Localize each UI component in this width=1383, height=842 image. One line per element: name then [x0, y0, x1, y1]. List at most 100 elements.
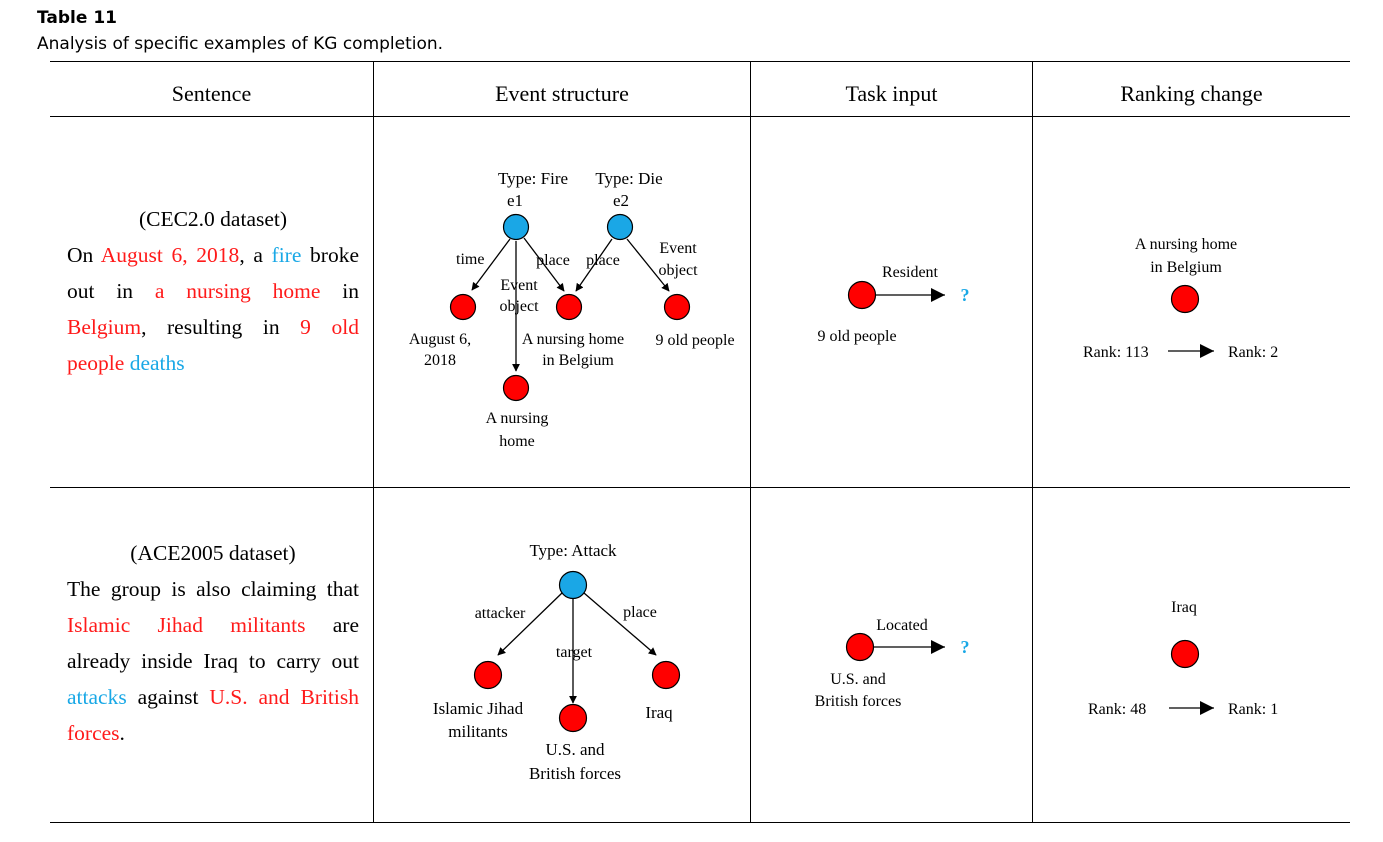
event-type-label: Type: Attack	[529, 541, 617, 560]
edge-attacker	[497, 592, 563, 656]
entity-label: A nursing	[486, 410, 549, 427]
entity-label: home	[499, 433, 535, 450]
sentence-segment: Islamic Jihad militants	[67, 613, 306, 637]
table-bottom-rule	[50, 822, 1350, 823]
edge-time	[471, 238, 511, 291]
sentence-segment: Belgium	[67, 315, 142, 339]
rank-after: Rank: 2	[1228, 344, 1278, 361]
sentence-segment: The group is also claiming that	[67, 577, 359, 601]
sentence-segment: August 6, 2018	[100, 243, 240, 267]
edge-place	[583, 592, 657, 656]
dataset-label: (CEC2.0 dataset)	[138, 207, 288, 231]
edge-label: place	[536, 252, 570, 269]
edge-label: attacker	[475, 605, 526, 622]
edge-label: time	[456, 251, 484, 268]
rank-before: Rank: 113	[1083, 344, 1149, 361]
entity-label: August 6,	[409, 331, 471, 348]
missing-tail-mark: ?	[961, 285, 970, 305]
head-entity-label: 9 old people	[817, 328, 896, 345]
entity-node	[502, 374, 530, 402]
event-node-e2	[606, 213, 634, 241]
entity-node	[663, 293, 691, 321]
event-structure-2: Type: Attack attacker target place Islam…	[433, 541, 681, 783]
event-node	[558, 570, 588, 600]
event-id-label: e2	[613, 191, 629, 210]
missing-tail-mark: ?	[961, 637, 970, 657]
sentence-segment: , a	[239, 243, 272, 267]
entity-label: militants	[448, 722, 508, 741]
header-task-input: Task input	[845, 81, 938, 106]
entity-node	[473, 660, 503, 690]
candidate-entity-label: Iraq	[1171, 599, 1197, 616]
entity-node	[555, 293, 583, 321]
candidate-entity-label: A nursing home	[1135, 236, 1237, 253]
edge-label: Event	[659, 240, 697, 257]
edge-label: Event	[500, 277, 538, 294]
sentence-segment: broke out in	[67, 243, 359, 303]
candidate-entity-label: in Belgium	[1150, 259, 1222, 276]
relation-label: Located	[876, 617, 928, 634]
candidate-entity-node	[1170, 284, 1200, 314]
sentence-segment: On	[67, 243, 101, 267]
edge-place	[575, 238, 613, 292]
entity-label: 2018	[424, 352, 456, 369]
sentence-cell-2: (ACE2005 dataset) The group is also clai…	[67, 535, 359, 751]
table-caption: Analysis of specific examples of KG comp…	[37, 34, 444, 54]
sentence-segment: deaths	[129, 351, 185, 375]
head-entity-node	[845, 632, 875, 662]
edge-event-object	[626, 238, 670, 292]
edge-label: place	[586, 252, 620, 269]
entity-node	[651, 660, 681, 690]
column-divider	[750, 61, 751, 823]
sentence-text: The group is also claiming that Islamic …	[67, 571, 359, 751]
head-entity-label: British forces	[815, 693, 902, 710]
event-id-label: e1	[507, 191, 523, 210]
event-node-e1	[502, 213, 530, 241]
sentence-cell-1: (CEC2.0 dataset) On August 6, 2018, a fi…	[67, 201, 359, 381]
head-entity-label: U.S. and	[830, 671, 886, 688]
column-divider	[1032, 61, 1033, 823]
sentence-segment: , resulting in	[141, 315, 301, 339]
sentence-segment: U.S. and British forces	[67, 685, 359, 745]
head-entity-node	[847, 280, 877, 310]
relation-label: Resident	[882, 264, 939, 281]
entity-label: Iraq	[645, 703, 673, 722]
entity-label: in Belgium	[542, 352, 614, 369]
entity-label: 9 old people	[655, 332, 734, 349]
header-sentence: Sentence	[171, 81, 252, 106]
task-input-2: Located ? U.S. and British forces	[815, 617, 970, 710]
rank-after: Rank: 1	[1228, 701, 1278, 718]
edge-label: object	[658, 262, 698, 279]
edge-label: place	[623, 604, 657, 621]
event-type-label: Type: Die	[595, 169, 662, 188]
entity-node	[449, 293, 477, 321]
ranking-change-1: A nursing home in Belgium Rank: 113 Rank…	[1083, 236, 1278, 361]
sentence-segment: attacks	[67, 685, 127, 709]
entity-node	[558, 703, 588, 733]
entity-label: A nursing home	[522, 331, 624, 348]
header-event-structure: Event structure	[495, 81, 629, 106]
header-ranking-change: Ranking change	[1120, 81, 1263, 106]
sentence-text: On August 6, 2018, a fire broke out in a…	[67, 237, 359, 381]
table-label: Table 11	[37, 8, 117, 28]
ranking-change-2: Iraq Rank: 48 Rank: 1	[1088, 599, 1278, 718]
entity-label: British forces	[529, 764, 621, 783]
sentence-segment: against	[126, 685, 210, 709]
sentence-segment: .	[119, 721, 125, 745]
table-top-rule	[50, 61, 1350, 62]
sentence-segment: are already inside Iraq to carry out	[67, 613, 359, 673]
candidate-entity-node	[1170, 639, 1200, 669]
task-input-1: Resident ? 9 old people	[817, 264, 969, 345]
edge-label: target	[556, 644, 593, 661]
rank-before: Rank: 48	[1088, 701, 1146, 718]
sentence-segment: 9 old people	[67, 315, 359, 375]
header-rule	[50, 116, 1350, 117]
entity-label: Islamic Jihad	[433, 699, 524, 718]
edge-label: object	[499, 298, 539, 315]
sentence-segment: fire	[271, 243, 302, 267]
entity-label: U.S. and	[545, 740, 605, 759]
sentence-segment: in	[320, 279, 359, 303]
sentence-segment: a nursing home	[154, 279, 321, 303]
event-structure-1: Type: Fire e1 Type: Die e2 time Event ob…	[409, 169, 735, 450]
